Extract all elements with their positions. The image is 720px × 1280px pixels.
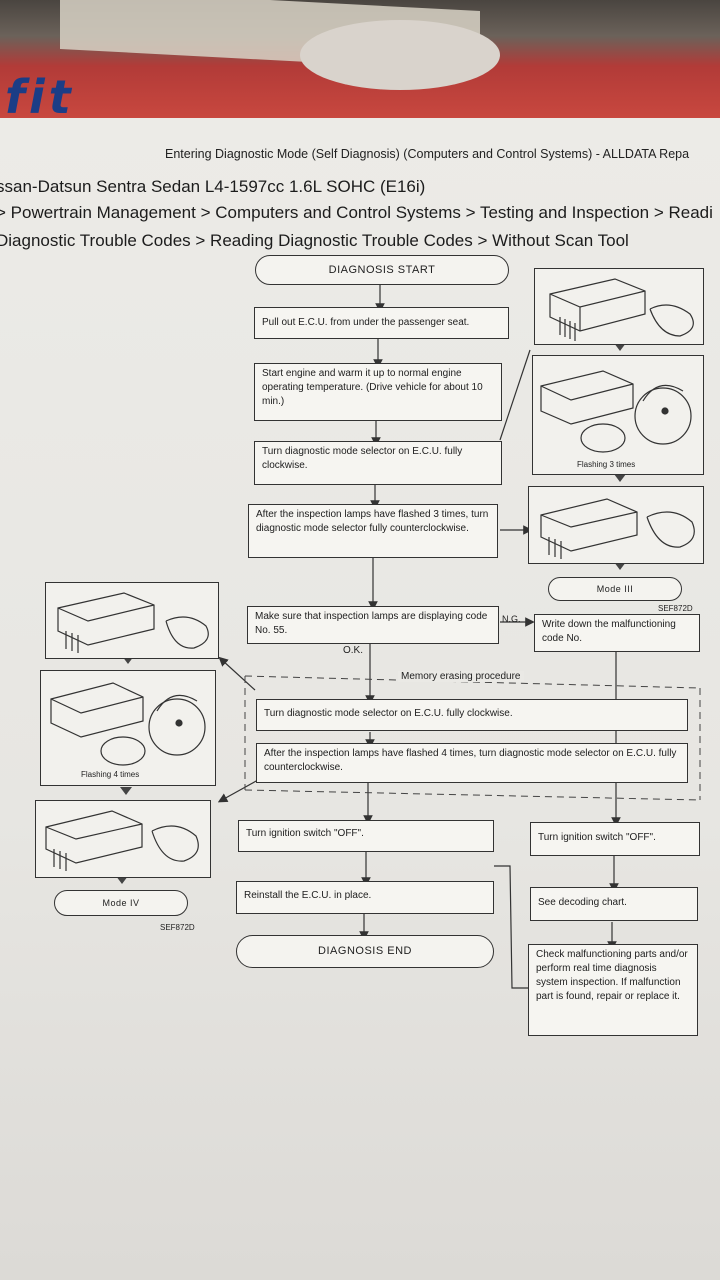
ok-label: O.K. <box>343 645 364 656</box>
step-selector-counterclockwise: After the inspection lamps have flashed … <box>248 504 498 558</box>
diagnosis-end-terminal: DIAGNOSIS END <box>236 935 494 968</box>
step-warm-engine: Start engine and warm it up to normal en… <box>254 363 502 421</box>
flashing-4-caption: Flashing 4 times <box>81 770 140 779</box>
mode-iii-terminal: Mode III <box>548 577 682 601</box>
right-step-decoding-chart: See decoding chart. <box>530 887 698 921</box>
step-selector-clockwise: Turn diagnostic mode selector on E.C.U. … <box>254 441 502 485</box>
figure-ref-1: SEF872D <box>658 604 693 613</box>
ecu-illustration-memory <box>45 582 219 659</box>
ecu-flashing-illustration-memory: Flashing 4 times <box>40 670 216 786</box>
erase-step-counterclockwise: After the inspection lamps have flashed … <box>256 743 688 783</box>
diagnosis-start-terminal: DIAGNOSIS START <box>255 255 509 285</box>
right-step-check-parts: Check malfunctioning parts and/or perfor… <box>528 944 698 1036</box>
background-object <box>300 20 500 90</box>
ecu-illustration <box>534 268 704 345</box>
breadcrumb-vehicle: ssan-Datsun Sentra Sedan L4-1597cc 1.6L … <box>0 177 426 196</box>
ecu-flashing-illustration: Flashing 3 times <box>532 355 704 475</box>
step-write-code: Write down the malfunctioning code No. <box>534 614 700 652</box>
background-logo: fit <box>5 70 75 124</box>
step-ignition-off: Turn ignition switch "OFF". <box>238 820 494 852</box>
flashing-3-caption: Flashing 3 times <box>577 460 636 469</box>
mode-iv-terminal: Mode IV <box>54 890 188 916</box>
breadcrumb-path-end: Diagnostic Trouble Codes > Reading Diagn… <box>0 231 629 250</box>
memory-erasing-label: Memory erasing procedure <box>398 671 524 682</box>
background-photo: fit <box>0 0 720 124</box>
breadcrumb-path: > Powertrain Management > Computers and … <box>0 203 713 222</box>
erase-step-clockwise: Turn diagnostic mode selector on E.C.U. … <box>256 699 688 731</box>
step-check-code-55: Make sure that inspection lamps are disp… <box>247 606 499 644</box>
step-reinstall-ecu: Reinstall the E.C.U. in place. <box>236 881 494 914</box>
ng-label: N.G. <box>502 614 521 624</box>
step-pull-out-ecu: Pull out E.C.U. from under the passenger… <box>254 307 509 339</box>
right-step-ignition-off: Turn ignition switch "OFF". <box>530 822 700 856</box>
figure-ref-2: SEF872D <box>160 923 195 932</box>
document-title: Entering Diagnostic Mode (Self Diagnosis… <box>165 147 690 161</box>
ecu-selector-illustration-memory <box>35 800 211 878</box>
ecu-selector-illustration <box>528 486 704 564</box>
